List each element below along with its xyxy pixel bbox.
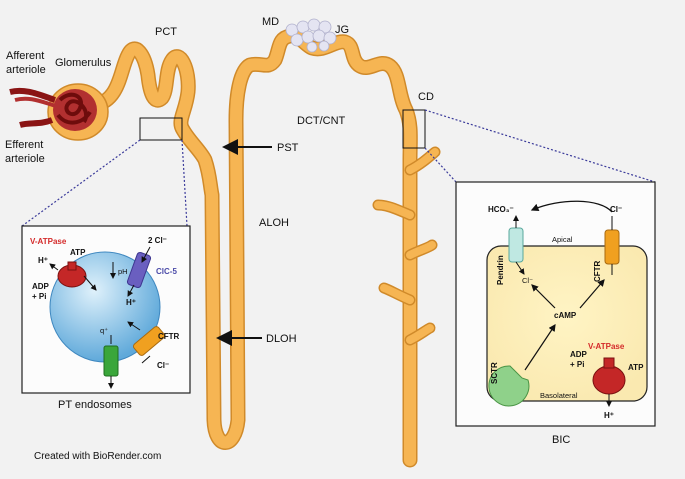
bic-apical-label: Apical	[552, 235, 573, 244]
pt-caption: PT endosomes	[58, 399, 132, 411]
bic-cl-pendrin-label: Cl⁻	[522, 276, 533, 285]
macula-densa-cells-icon	[285, 18, 337, 53]
bic-panel: HCO₃⁻ Cl⁻ Apical Pendrin Cl⁻ CFTR cAMP S…	[455, 181, 656, 427]
bic-adp-label-1: ADP	[570, 350, 588, 359]
pt-adp-label-1: ADP	[32, 282, 50, 291]
aloh-label: ALOH	[259, 217, 289, 229]
pt-adp-label-2: + Pi	[32, 292, 46, 301]
pt-v-atpase-label: V-ATPase	[30, 237, 67, 246]
v-atpase-icon	[592, 357, 626, 407]
glomerulus-icon	[9, 83, 109, 141]
bic-v-atpase-label: V-ATPase	[588, 342, 625, 351]
bic-cftr-label: CFTR	[593, 260, 602, 282]
pt-2cl-label: 2 Cl⁻	[148, 236, 167, 245]
pt-cftr-label: CFTR	[158, 332, 180, 341]
bic-basolateral-label: Basolateral	[540, 391, 578, 400]
afferent-label-2: arteriole	[6, 64, 46, 76]
pt-q-plus-label: q⁺	[100, 326, 108, 335]
pct-label: PCT	[155, 26, 177, 38]
bic-pendrin-label: Pendrin	[496, 255, 505, 285]
cd-zoom-box	[402, 109, 426, 149]
efferent-label-2: arteriole	[5, 153, 45, 165]
pt-clc5-label: ClC-5	[156, 267, 177, 276]
bic-atp-label: ATP	[628, 363, 644, 372]
cd-label: CD	[418, 91, 434, 103]
tubule	[87, 28, 441, 468]
pendrin-icon	[508, 215, 525, 275]
bic-adp-label-2: + Pi	[570, 360, 584, 369]
sctr-receptor-icon	[488, 365, 530, 407]
afferent-label-1: Afferent	[6, 50, 44, 62]
pt-endosomes-panel: V-ATPase ATP H⁺ ADP + Pi pH 2 Cl⁻ ClC-5 …	[21, 225, 191, 394]
pt-atp-label: ATP	[70, 248, 86, 257]
zoom-lines	[21, 109, 656, 227]
bic-sctr-label: SCTR	[490, 362, 499, 384]
glomerulus-label: Glomerulus	[55, 57, 112, 69]
q-plus-channel-icon	[103, 335, 119, 389]
bic-camp-label: cAMP	[554, 311, 577, 320]
pst-label: PST	[277, 142, 299, 154]
cftr-channel-icon	[604, 216, 620, 275]
pt-h-clc5-label: H⁺	[126, 298, 136, 307]
md-label: MD	[262, 16, 279, 28]
v-atpase-icon	[49, 261, 97, 291]
dct-cnt-label: DCT/CNT	[297, 115, 346, 127]
pt-h-left-label: H⁺	[38, 256, 48, 265]
bic-hco3-label: HCO₃⁻	[488, 205, 514, 214]
clc5-channel-icon	[126, 246, 152, 297]
jg-label: JG	[335, 24, 349, 36]
efferent-label-1: Efferent	[5, 139, 43, 151]
pct-zoom-box	[139, 117, 183, 141]
pt-cl-label: Cl⁻	[157, 361, 169, 370]
cftr-channel-icon	[127, 321, 166, 364]
bic-h-label: H⁺	[604, 411, 614, 420]
pt-ph-label: pH	[118, 267, 128, 276]
bic-cl-top-label: Cl⁻	[610, 205, 622, 214]
dloh-label: DLOH	[266, 333, 297, 345]
bic-caption: BIC	[552, 434, 570, 446]
credit-label: Created with BioRender.com	[34, 451, 161, 462]
